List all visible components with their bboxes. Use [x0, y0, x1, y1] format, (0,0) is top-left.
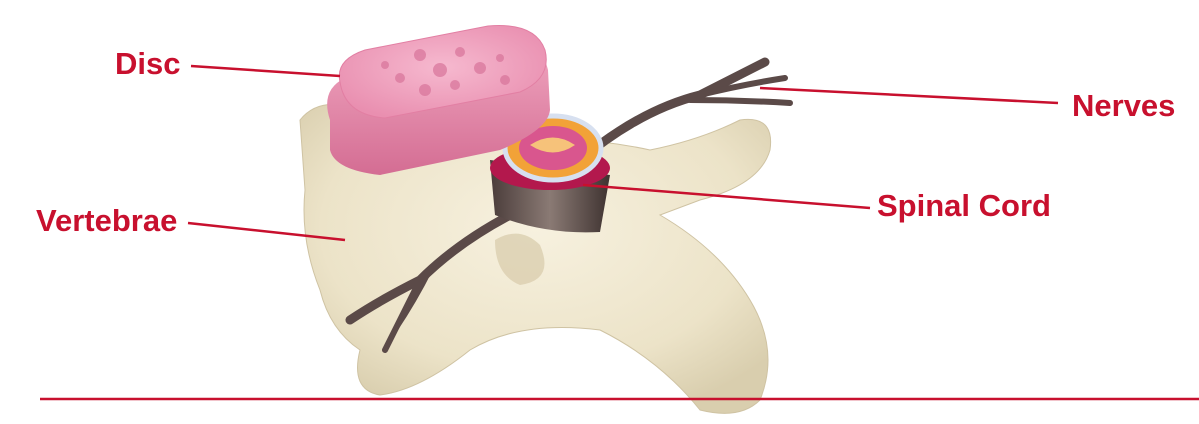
vertebrae-label: Vertebrae: [36, 205, 177, 236]
nerves-leader-line: [760, 88, 1058, 103]
nerves-label: Nerves: [1072, 90, 1175, 121]
disc-label: Disc: [115, 48, 180, 79]
disc-leader-line: [191, 66, 340, 76]
spinal-cord-label: Spinal Cord: [877, 190, 1051, 221]
